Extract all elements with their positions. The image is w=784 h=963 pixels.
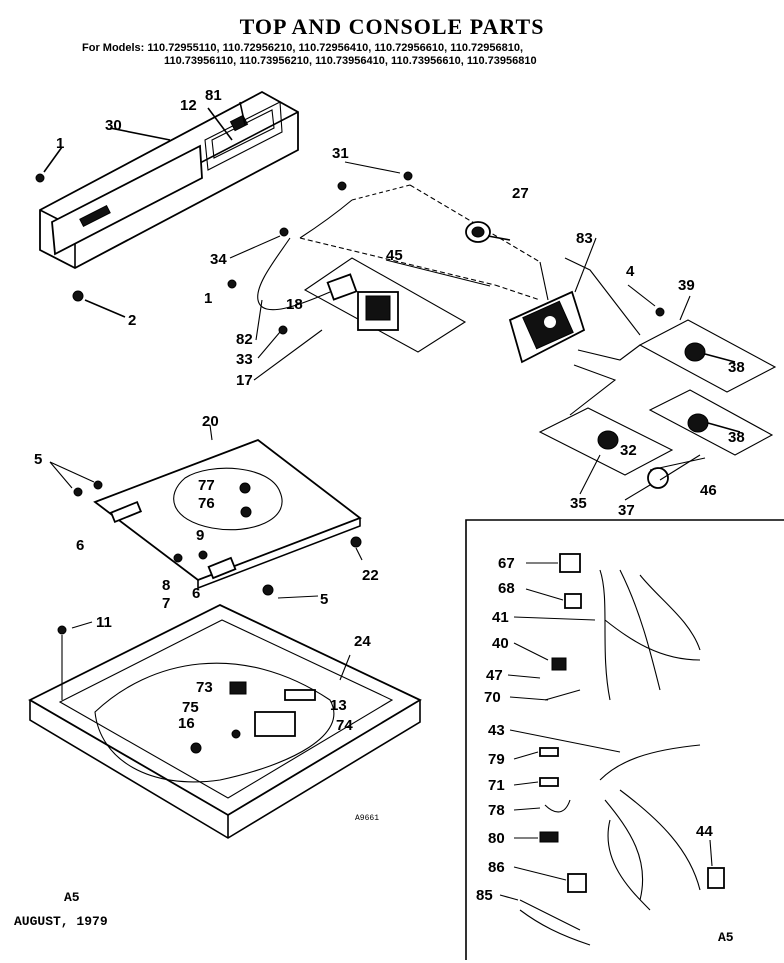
callout-45: 45 <box>386 247 403 264</box>
callout-35: 35 <box>570 495 587 512</box>
callout-6a: 6 <box>76 537 84 554</box>
callout-31: 31 <box>332 145 349 162</box>
callout-17: 17 <box>236 372 253 389</box>
wiring-upper <box>257 184 549 311</box>
callout-30: 30 <box>105 117 122 134</box>
callout-39: 39 <box>678 277 695 294</box>
leader-lines <box>229 235 701 901</box>
callout-71: 71 <box>488 777 505 794</box>
callout-33: 33 <box>236 351 253 368</box>
callout-7: 7 <box>162 595 170 612</box>
callout-79: 79 <box>488 751 505 768</box>
callout-43: 43 <box>488 722 505 739</box>
callout-81: 81 <box>205 87 222 104</box>
washer-lid <box>93 438 362 590</box>
callout-70: 70 <box>484 689 501 706</box>
callout-44: 44 <box>696 823 713 840</box>
callout-13: 13 <box>330 697 347 714</box>
switch-box-32 <box>538 407 674 489</box>
callout-74: 74 <box>336 717 353 734</box>
washer-top <box>28 603 422 839</box>
callout-9: 9 <box>196 527 204 544</box>
callout-11: 11 <box>96 614 112 631</box>
callout-32: 32 <box>620 442 637 459</box>
callout-1b: 1 <box>204 290 212 307</box>
callout-27: 27 <box>512 185 529 202</box>
console-panel <box>39 90 299 270</box>
knob-27 <box>465 221 511 243</box>
callout-2: 2 <box>128 312 136 329</box>
callout-47: 47 <box>486 667 503 684</box>
callout-41: 41 <box>492 609 509 626</box>
callout-34: 34 <box>210 251 227 268</box>
drawing-number: A9661 <box>355 814 379 823</box>
callout-12: 12 <box>180 97 197 114</box>
model-list: For Models: 110.72955110, 110.72956210, … <box>82 42 742 68</box>
callout-20: 20 <box>202 413 219 430</box>
callout-24: 24 <box>354 633 371 650</box>
callout-6b: 6 <box>192 585 200 602</box>
callout-75: 75 <box>182 699 199 716</box>
diagram-title: TOP AND CONSOLE PARTS <box>239 14 545 39</box>
callout-1: 1 <box>56 135 64 152</box>
callout-76: 76 <box>198 495 215 512</box>
callout-37: 37 <box>618 502 635 519</box>
callout-8: 8 <box>162 577 170 594</box>
callout-5a: 5 <box>34 451 42 468</box>
callout-78: 78 <box>488 802 505 819</box>
callout-67: 67 <box>498 555 515 572</box>
callout-16: 16 <box>178 715 195 732</box>
console-screw-1 <box>35 146 63 183</box>
callout-labels: 1 2 30 12 81 31 27 83 34 45 4 39 1 18 82… <box>34 87 745 904</box>
model-list-line-2: 110.73956110, 110.73956210, 110.73956410… <box>164 55 537 67</box>
footer-code-right: A5 <box>718 930 734 945</box>
callout-73: 73 <box>196 679 213 696</box>
model-list-line-1: For Models: 110.72955110, 110.72956210, … <box>82 42 524 54</box>
callout-5b: 5 <box>320 591 328 608</box>
switch-box-upper <box>638 319 777 393</box>
callout-18: 18 <box>286 296 303 313</box>
callout-46: 46 <box>700 482 717 499</box>
console-screw-2 <box>72 290 126 318</box>
callout-68: 68 <box>498 580 515 597</box>
callout-4: 4 <box>626 263 635 280</box>
switch-box-lower <box>648 389 774 456</box>
timer-83 <box>508 290 586 364</box>
callout-22: 22 <box>362 567 379 584</box>
harness-inset <box>465 519 784 960</box>
callout-80: 80 <box>488 830 505 847</box>
callout-40: 40 <box>492 635 509 652</box>
callout-86: 86 <box>488 859 505 876</box>
callout-85: 85 <box>476 887 493 904</box>
callout-77: 77 <box>198 477 215 494</box>
footer-code-left: A5 <box>64 890 80 905</box>
callout-82: 82 <box>236 331 253 348</box>
callout-38b: 38 <box>728 429 745 446</box>
footer-date: AUGUST, 1979 <box>14 914 108 929</box>
callout-38a: 38 <box>728 359 745 376</box>
callout-83: 83 <box>576 230 593 247</box>
switch-assembly <box>303 257 467 353</box>
